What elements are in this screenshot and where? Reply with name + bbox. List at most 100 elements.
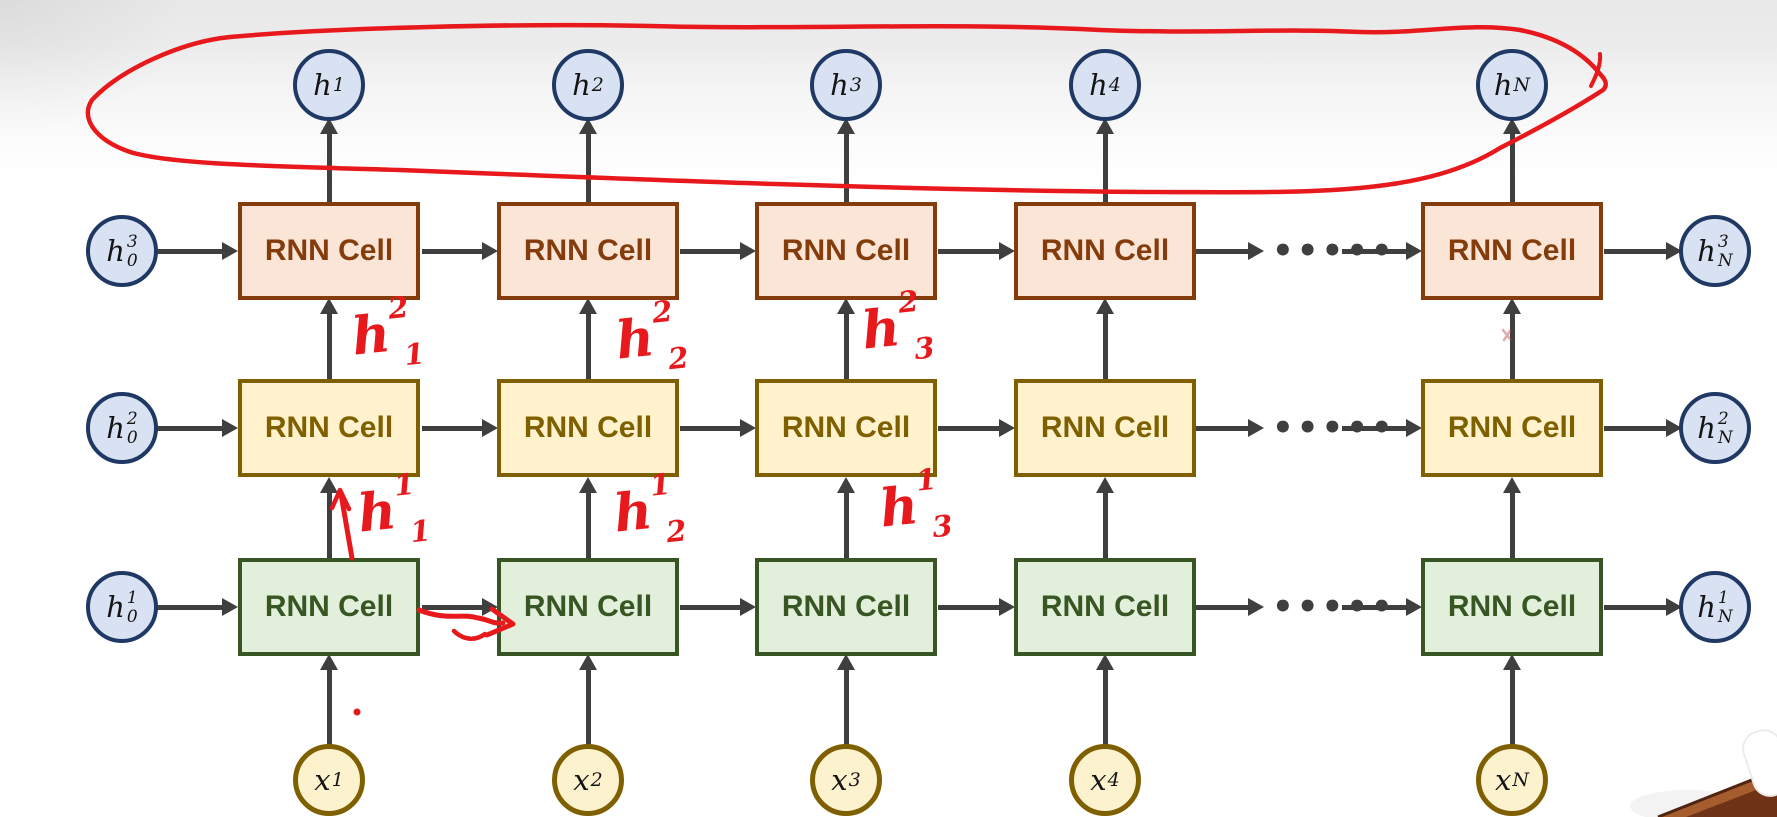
- arrow-right: [1604, 425, 1667, 431]
- red-annotation-h2-2: h2 2: [613, 294, 690, 376]
- webcam-desk-line: [1657, 768, 1777, 817]
- subscript: 3: [912, 330, 937, 367]
- arrow-right: [1604, 248, 1667, 254]
- arrow-right: [938, 425, 1000, 431]
- arrow-right: [1342, 604, 1407, 610]
- symbol: h: [1697, 233, 1716, 268]
- webcam-desk-edge: [1658, 770, 1777, 817]
- arrow-right: [938, 604, 1000, 610]
- subscript: 3: [930, 508, 955, 545]
- symbol: h: [858, 296, 903, 362]
- arrow-right: [1196, 425, 1249, 431]
- symbol: h: [106, 410, 125, 445]
- ellipsis-dots: •••••: [1272, 587, 1396, 627]
- rnn-cell-layer1-tN: RNN Cell: [1421, 558, 1603, 656]
- rnn-cell-layer3-t4: RNN Cell: [1014, 202, 1196, 300]
- arrow-right: [680, 604, 741, 610]
- arrow-up: [843, 669, 849, 745]
- rnn-cell-layer3-t2: RNN Cell: [497, 202, 679, 300]
- red-cell-arrow-hook: [451, 628, 488, 641]
- symbol: h: [1089, 67, 1108, 102]
- symbol: x: [314, 762, 331, 797]
- arrow-up: [585, 492, 591, 558]
- arrow-right: [1342, 425, 1407, 431]
- symbol: h: [830, 67, 849, 102]
- subscript: 0: [126, 428, 138, 448]
- arrow-right: [680, 425, 741, 431]
- subscript: 2: [664, 513, 689, 550]
- superscript: 1: [126, 588, 138, 609]
- arrow-right: [156, 425, 223, 431]
- arrow-up: [326, 133, 332, 202]
- arrow-right: [422, 248, 483, 254]
- symbol: x: [1090, 762, 1107, 797]
- symbol: h: [106, 589, 125, 624]
- ellipsis-dots: •••••: [1272, 231, 1396, 271]
- symbol: h: [106, 233, 125, 268]
- superscript: 2: [650, 293, 675, 330]
- arrow-up: [1102, 313, 1108, 379]
- arrow-up: [585, 669, 591, 745]
- red-annotation-h1-2: h12: [611, 467, 688, 549]
- arrow-right: [680, 248, 741, 254]
- arrow-up: [1509, 133, 1515, 202]
- symbol: x: [1495, 762, 1512, 797]
- arrow-up: [1509, 313, 1515, 379]
- rnn-cell-layer1-t1: RNN Cell: [238, 558, 420, 656]
- webcam-shadow: [1630, 790, 1746, 817]
- arrow-right: [156, 604, 223, 610]
- subscript: 0: [126, 607, 138, 627]
- red-loop-flick: [1589, 52, 1603, 88]
- arrow-right: [1604, 604, 1667, 610]
- subscript: N: [1717, 251, 1733, 271]
- symbol: h: [354, 479, 399, 545]
- arrow-right: [938, 248, 1000, 254]
- superscript: 1: [1717, 588, 1729, 609]
- arrow-up: [326, 313, 332, 379]
- stray-dot: [353, 708, 361, 716]
- rnn-cell-layer2-t3: RNN Cell: [755, 379, 937, 477]
- arrow-up: [1102, 133, 1108, 202]
- symbol: h: [572, 67, 591, 102]
- rnn-cell-layer1-t3: RNN Cell: [755, 558, 937, 656]
- symbol: h: [1493, 67, 1513, 102]
- arrow-up: [1102, 492, 1108, 558]
- red-annotation-h2-1: h21: [349, 290, 426, 372]
- symbol: h: [876, 474, 921, 540]
- subscript: 1: [408, 513, 433, 550]
- arrow-up: [585, 313, 591, 379]
- arrow-right: [156, 248, 223, 254]
- webcam-white-object: [1742, 729, 1777, 797]
- superscript: 3: [126, 232, 138, 253]
- symbol: h: [612, 306, 657, 372]
- superscript: 2: [386, 289, 411, 326]
- superscript: 2: [896, 283, 921, 320]
- arrow-up: [585, 133, 591, 202]
- superscript: 1: [648, 466, 673, 503]
- rnn-cell-layer1-t4: RNN Cell: [1014, 558, 1196, 656]
- subscript: 2: [666, 340, 691, 377]
- symbol: h: [1697, 589, 1716, 624]
- symbol: h: [1697, 410, 1716, 445]
- superscript: 2: [1717, 409, 1729, 430]
- arrow-up: [326, 669, 332, 745]
- ellipsis-dots: •••••: [1272, 408, 1396, 448]
